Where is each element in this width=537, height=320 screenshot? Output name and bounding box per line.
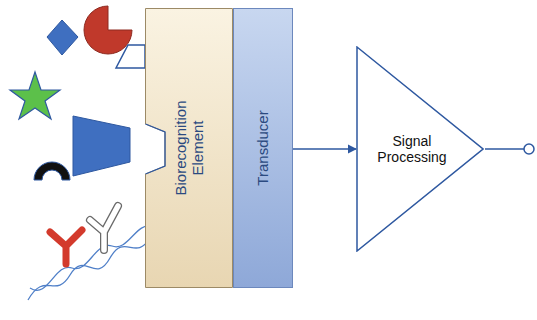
node-label: Signal Processing	[372, 133, 452, 165]
trapezoid-analyte	[73, 116, 130, 176]
arch-analyte	[34, 162, 70, 180]
node-label: Transducer	[254, 38, 271, 258]
antibody	[90, 206, 118, 250]
antibody	[50, 230, 82, 264]
star-analyte	[10, 72, 60, 119]
output-wire	[485, 148, 524, 149]
diamond-analyte	[47, 20, 78, 55]
biorecognition-box: Biorecognition Element	[145, 8, 233, 288]
trapezoid-analyte	[116, 45, 145, 68]
node-label: Biorecognition Element	[172, 92, 207, 204]
signal-arrow	[293, 148, 356, 149]
antibody	[90, 206, 118, 250]
transducer-box: Transducer	[233, 8, 293, 288]
signal-processing-amplifier: Signal Processing	[356, 46, 484, 252]
output-terminal	[524, 144, 534, 154]
pacman-analyte	[84, 6, 132, 54]
